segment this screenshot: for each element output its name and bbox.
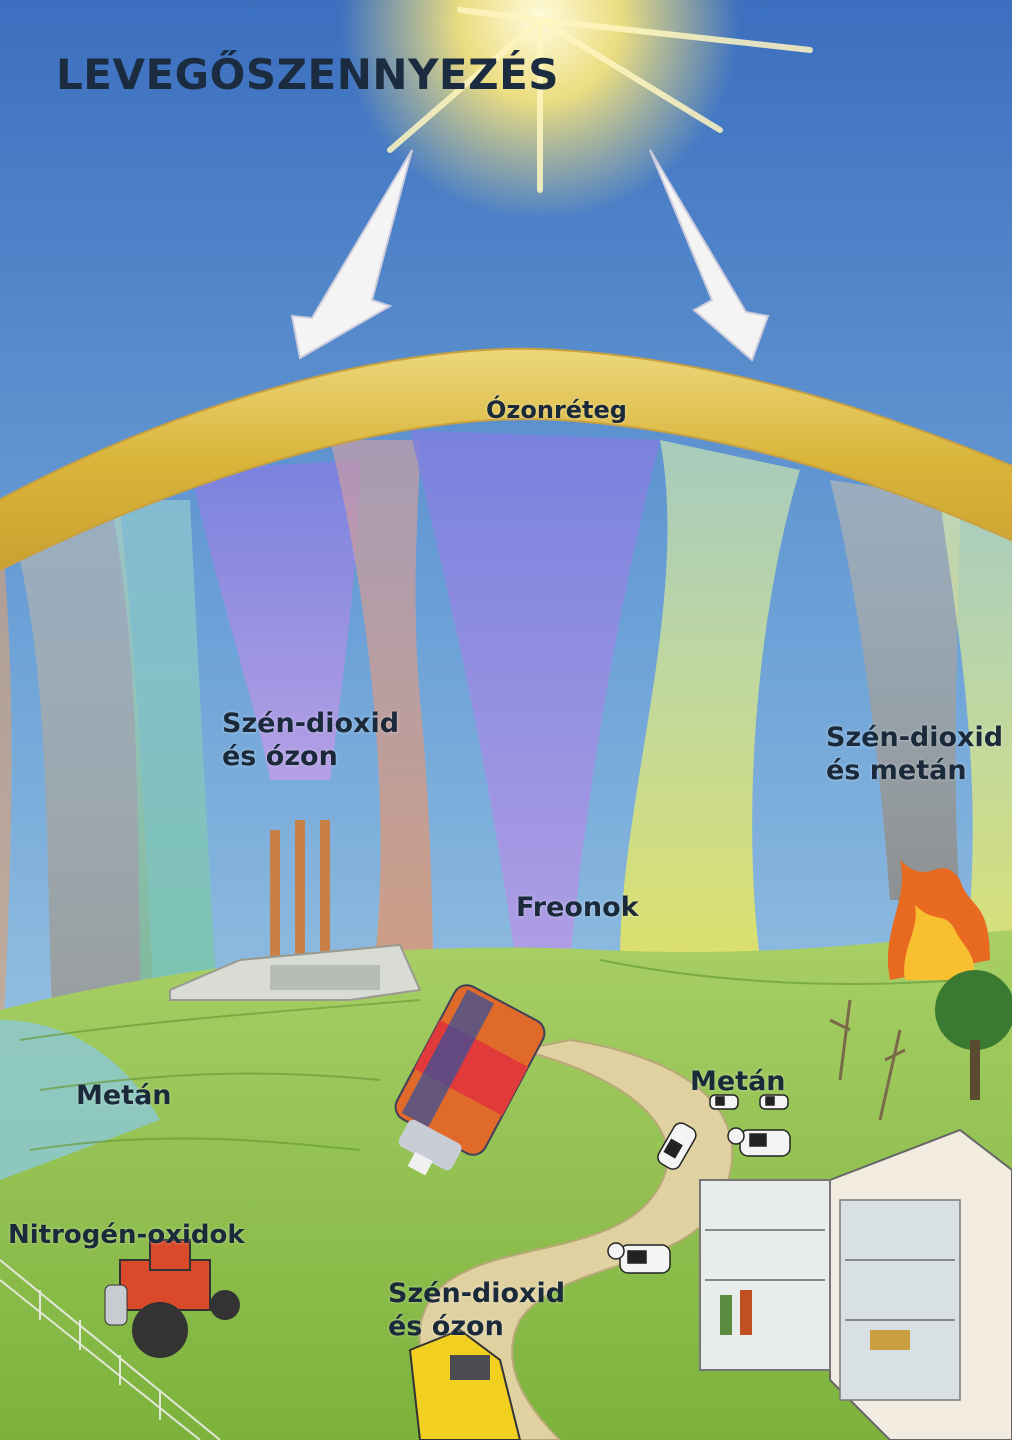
label-methane-wetland: Metán (76, 1080, 172, 1113)
label-line: Szén-dioxid (222, 708, 399, 741)
label-line: Szén-dioxid (388, 1278, 565, 1311)
label-line: és ózon (388, 1311, 565, 1344)
label-ozone-layer: Ózonréteg (486, 396, 627, 425)
label-line: és ózon (222, 741, 399, 774)
label-line: és metán (826, 755, 1003, 788)
label-co2-ozone-car: Szén-dioxid és ózon (388, 1278, 565, 1344)
label-line: Szén-dioxid (826, 722, 1003, 755)
label-co2-ozone-factory: Szén-dioxid és ózon (222, 708, 399, 774)
label-nitrogen-oxides: Nitrogén-oxidok (8, 1220, 245, 1252)
label-freons: Freonok (516, 892, 639, 925)
label-methane-cattle: Metán (690, 1066, 786, 1099)
page-title: LEVEGŐSZENNYEZÉS (56, 50, 559, 99)
label-co2-methane-fire: Szén-dioxid és metán (826, 722, 1003, 788)
